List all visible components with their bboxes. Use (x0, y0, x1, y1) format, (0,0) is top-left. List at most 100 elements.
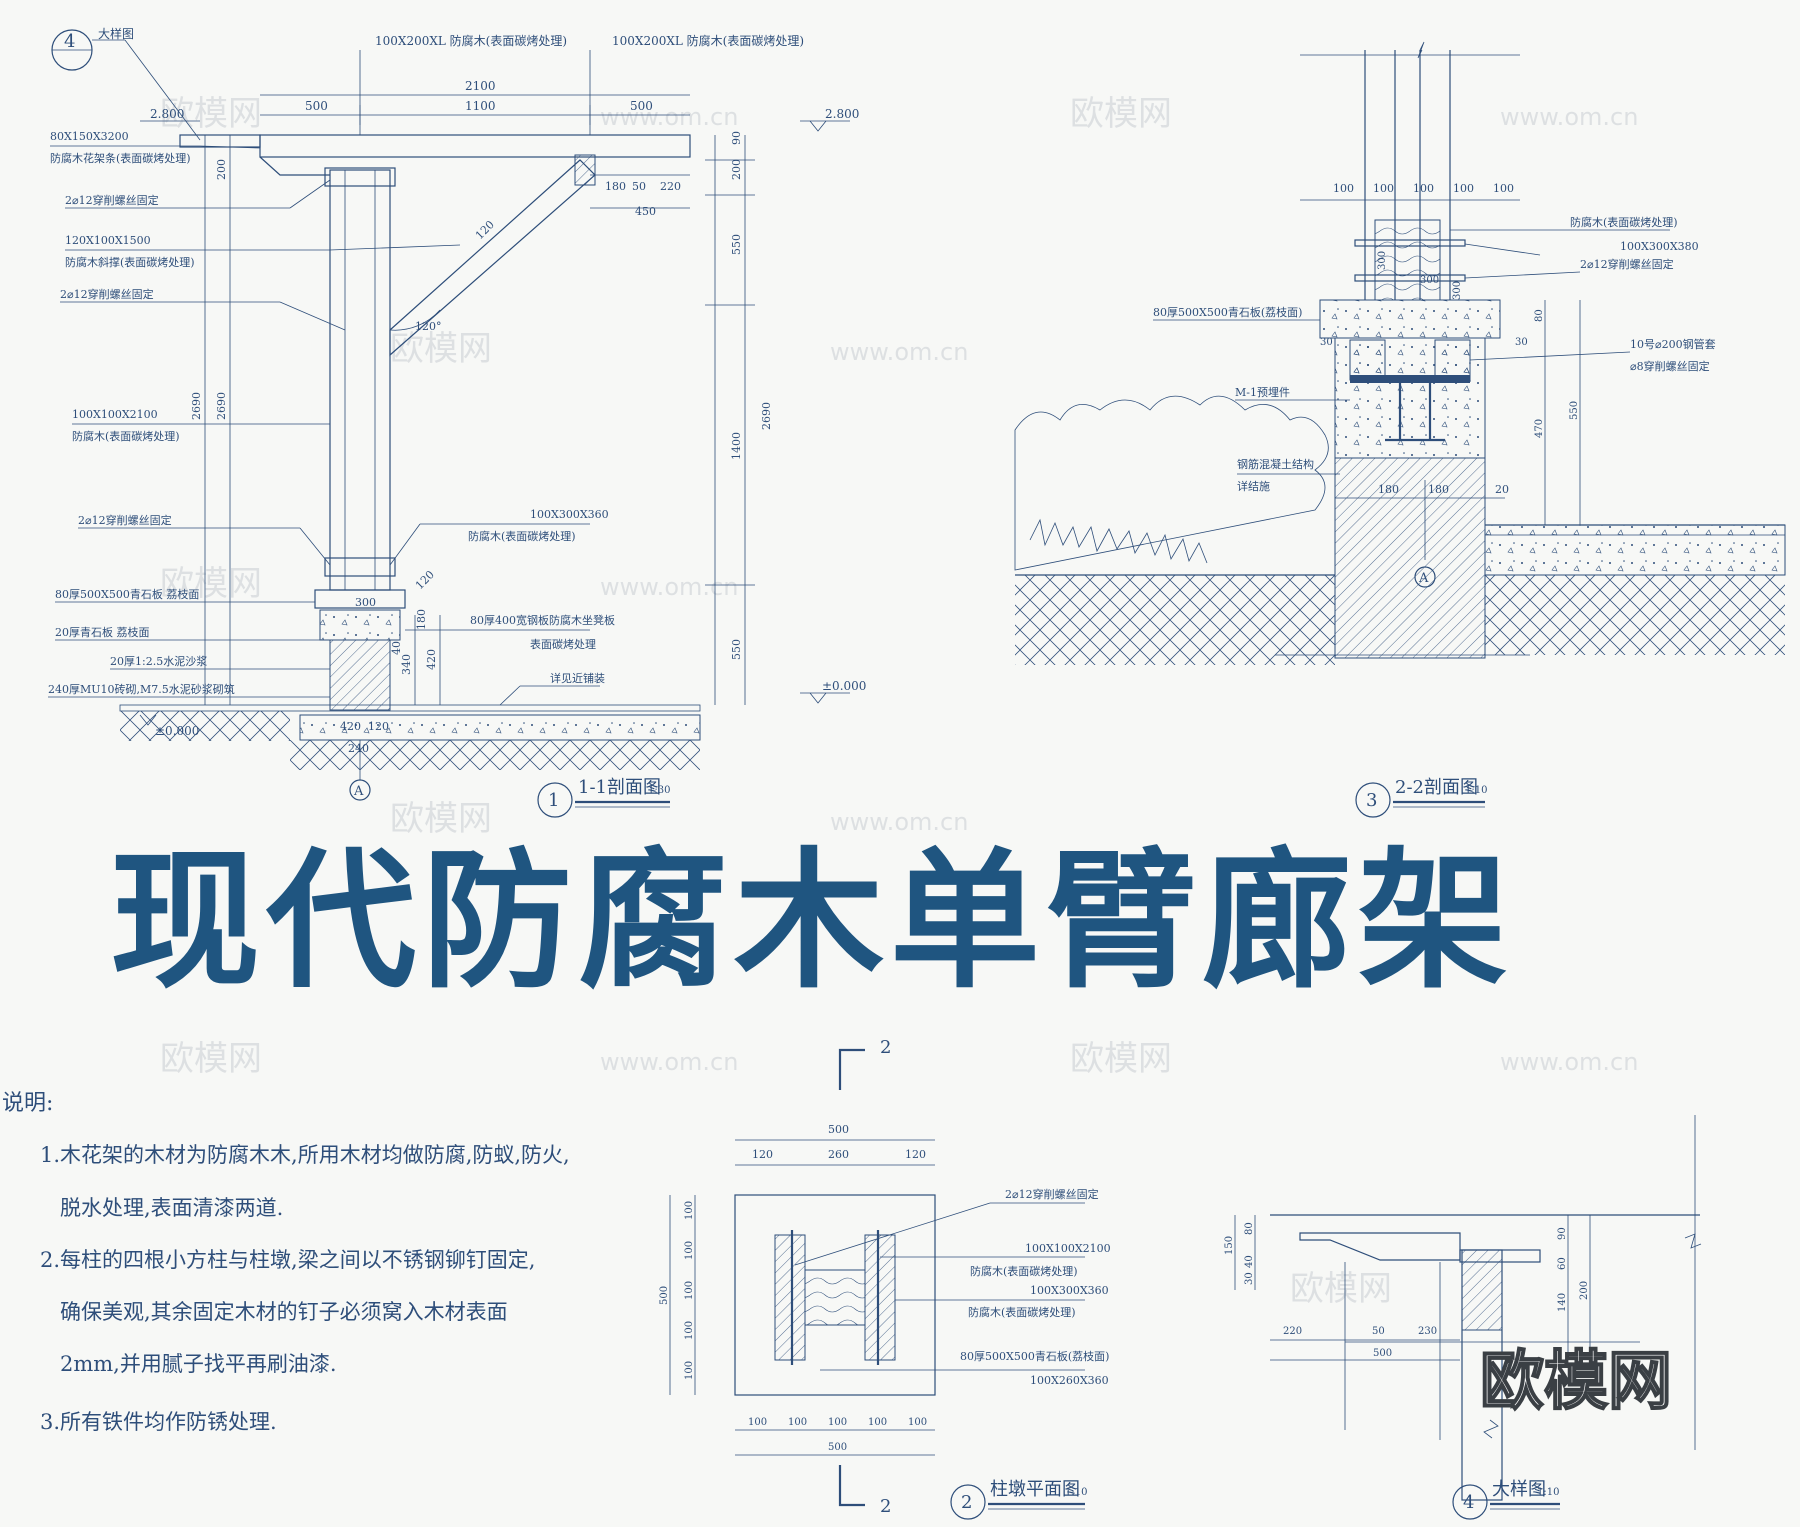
svg-text:100X100X2100: 100X100X2100 (1025, 1242, 1111, 1255)
note-line: 脱水处理,表面清漆两道. (60, 1196, 284, 1220)
note-line: 2.每柱的四根小方柱与柱墩,梁之间以不锈钢铆钉固定, (40, 1248, 536, 1272)
svg-text:防腐木斜撑(表面碳烤处理): 防腐木斜撑(表面碳烤处理) (65, 255, 195, 269)
svg-text:防腐木(表面碳烤处理): 防腐木(表面碳烤处理) (72, 429, 180, 443)
svg-text:20厚青石板 荔枝面: 20厚青石板 荔枝面 (55, 625, 150, 639)
column (329, 169, 391, 591)
svg-text:180: 180 (1428, 483, 1449, 496)
svg-text:420: 420 (425, 649, 438, 670)
svg-text:230: 230 (1418, 1326, 1437, 1337)
svg-text:80: 80 (1534, 309, 1545, 322)
watermark-url: www.om.cn (1500, 1048, 1638, 1076)
svg-text:2: 2 (880, 1037, 891, 1058)
detail-4-title: 大样图 (1492, 1479, 1546, 1500)
svg-text:90: 90 (1557, 1227, 1568, 1240)
svg-text:50: 50 (1372, 1326, 1385, 1337)
svg-text:500: 500 (659, 1286, 670, 1305)
svg-text:防腐木(表面碳烤处理): 防腐木(表面碳烤处理) (1570, 215, 1678, 229)
svg-text:30: 30 (1320, 337, 1333, 348)
svg-text:1:10: 1:10 (1065, 1487, 1087, 1498)
svg-text:详见近铺装: 详见近铺装 (550, 671, 605, 685)
svg-text:300: 300 (1377, 251, 1388, 270)
detail-4-index-circle (1452, 1484, 1488, 1520)
plan-pier: 2 2 500 120 260 120 100 100 100 100 100 … (659, 1037, 1111, 1520)
page-title: 现代防腐木单臂廊架 (110, 835, 1515, 1009)
stone-slab (1319, 299, 1501, 339)
svg-text:100: 100 (1493, 182, 1514, 195)
watermark-text: 欧模网 (160, 1039, 262, 1079)
svg-text:2⌀12穿削螺丝固定: 2⌀12穿削螺丝固定 (60, 287, 154, 301)
svg-text:钢筋混凝土结构: 钢筋混凝土结构 (1237, 457, 1314, 471)
svg-text:240厚MU10砖砌,M7.5水泥砂浆砌筑: 240厚MU10砖砌,M7.5水泥砂浆砌筑 (48, 682, 235, 696)
svg-text:防腐木(表面碳烤处理): 防腐木(表面碳烤处理) (970, 1264, 1078, 1278)
svg-text:150: 150 (1224, 1236, 1235, 1255)
section-2-2: 100 100 100 100 100 300 300 300 A (1014, 41, 1786, 818)
svg-text:80厚500X500青石板 荔枝面: 80厚500X500青石板 荔枝面 (55, 587, 199, 601)
svg-text:100: 100 (868, 1417, 887, 1428)
svg-text:80: 80 (1244, 1222, 1255, 1235)
svg-text:40: 40 (1244, 1255, 1255, 1268)
svg-text:2.800: 2.800 (825, 107, 859, 121)
brick-pier (329, 639, 391, 711)
svg-text:300: 300 (355, 596, 376, 609)
svg-text:1400: 1400 (730, 432, 743, 460)
svg-text:2⌀12穿削螺丝固定: 2⌀12穿削螺丝固定 (1580, 257, 1674, 271)
svg-text:470: 470 (1534, 419, 1545, 438)
watermark-text: 欧模网 (1070, 94, 1172, 134)
watermark-url: www.om.cn (830, 808, 968, 836)
detail-ref-label: 大样图 (98, 26, 134, 41)
note-line: 2mm,并用腻子找平再刷油漆. (60, 1352, 337, 1376)
watermark-text: 欧模网 (1070, 1039, 1172, 1079)
watermark-url: www.om.cn (600, 1048, 738, 1076)
svg-text:100: 100 (748, 1417, 767, 1428)
watermark-url: www.om.cn (1500, 103, 1638, 131)
watermark-text: 欧模网 (160, 564, 262, 604)
concrete-structure (1334, 457, 1486, 659)
svg-text:20厚1:2.5水泥沙浆: 20厚1:2.5水泥沙浆 (110, 654, 207, 668)
notes-heading: 说明: (2, 1091, 54, 1116)
svg-text:A: A (1418, 571, 1429, 586)
svg-text:1100: 1100 (465, 99, 496, 113)
svg-text:500: 500 (630, 99, 653, 113)
plan-title: 柱墩平面图 (990, 1479, 1080, 1500)
svg-text:100: 100 (828, 1417, 847, 1428)
svg-text:100: 100 (1373, 182, 1394, 195)
svg-text:1:30: 1:30 (648, 785, 670, 796)
svg-text:A: A (353, 784, 364, 799)
svg-text:100X200XL 防腐木(表面碳烤处理): 100X200XL 防腐木(表面碳烤处理) (375, 33, 567, 48)
svg-text:2690: 2690 (190, 392, 203, 420)
svg-text:180: 180 (415, 609, 428, 630)
diagonal-brace (389, 159, 596, 357)
svg-text:4: 4 (1463, 1492, 1474, 1513)
svg-text:2690: 2690 (215, 392, 228, 420)
pier-plan-outline (734, 1194, 936, 1396)
svg-text:550: 550 (730, 234, 743, 255)
svg-text:50: 50 (632, 180, 646, 193)
svg-text:420: 420 (340, 720, 361, 733)
svg-text:2⌀12穿削螺丝固定: 2⌀12穿削螺丝固定 (1005, 1187, 1099, 1201)
svg-text:100: 100 (1453, 182, 1474, 195)
shrub-outline (1014, 395, 1329, 571)
svg-text:140: 140 (1557, 1293, 1568, 1312)
svg-text:40: 40 (390, 641, 403, 655)
svg-text:±0.000: ±0.000 (822, 679, 866, 693)
svg-text:200: 200 (1579, 1281, 1590, 1300)
note-line: 3.所有铁件均作防锈处理. (40, 1410, 277, 1434)
svg-text:80厚500X500青石板(荔枝面): 80厚500X500青石板(荔枝面) (1153, 305, 1302, 319)
svg-text:100X300X360: 100X300X360 (530, 508, 609, 521)
svg-text:120: 120 (752, 1148, 773, 1161)
svg-text:20: 20 (1495, 483, 1509, 496)
svg-text:500: 500 (305, 99, 328, 113)
top-beam (259, 134, 691, 158)
svg-text:240: 240 (348, 742, 369, 755)
svg-text:220: 220 (1283, 1326, 1302, 1337)
detail-4: 150 80 40 30 90 60 200 140 220 50 230 50… (1224, 1115, 1702, 1520)
note-line: 确保美观,其余固定木材的钉子必须窝入木材表面 (60, 1300, 508, 1324)
svg-text:30: 30 (1244, 1272, 1255, 1285)
svg-text:200: 200 (730, 159, 743, 180)
svg-text:80厚400宽钢板防腐木坐凳板: 80厚400宽钢板防腐木坐凳板 (470, 613, 615, 627)
svg-text:100: 100 (684, 1361, 695, 1380)
svg-text:120: 120 (413, 568, 437, 592)
svg-text:300: 300 (1420, 275, 1439, 286)
watermark-layer: 欧模网 www.om.cn 欧模网 www.om.cn 欧模网 www.om.c… (160, 94, 1638, 1309)
